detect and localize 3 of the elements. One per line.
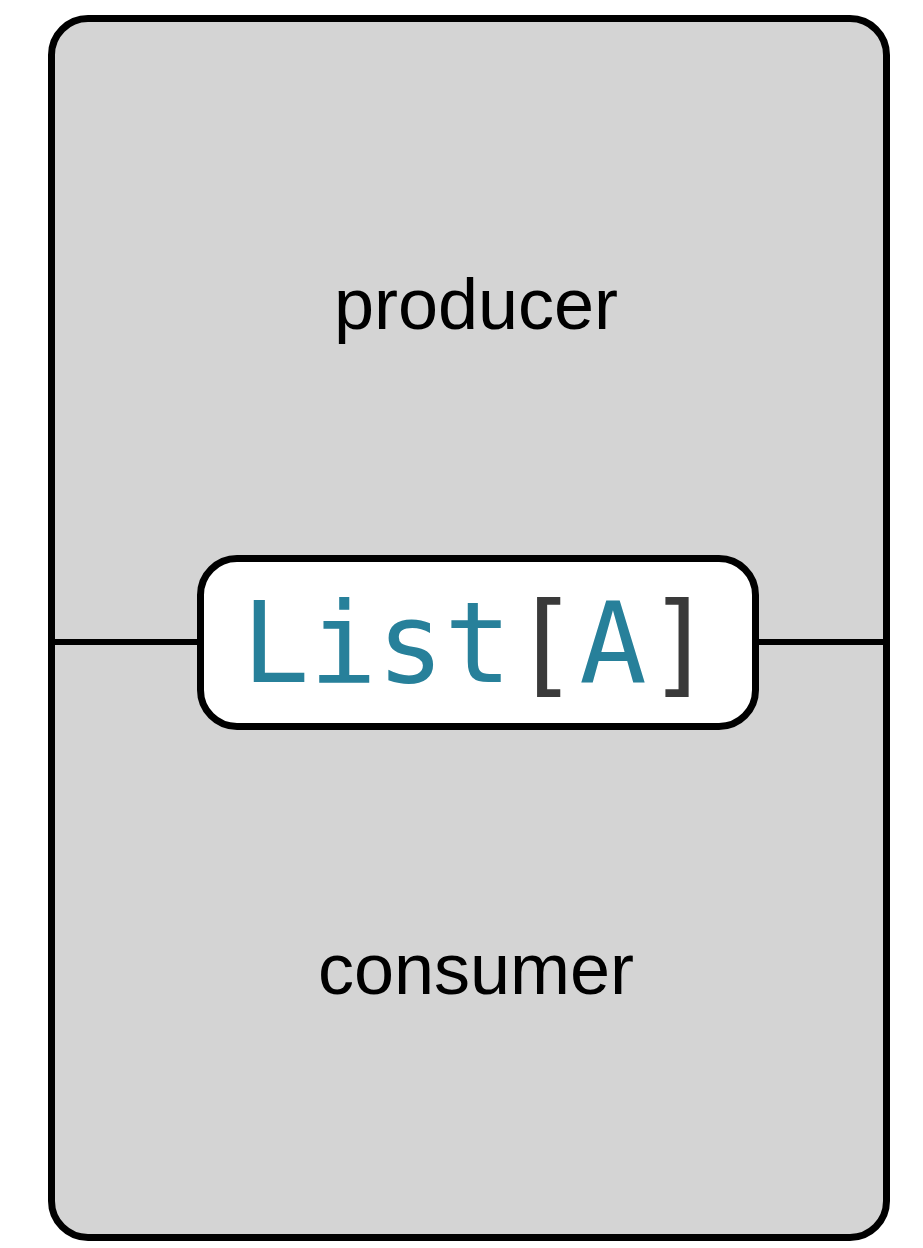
card-background bbox=[48, 15, 890, 1241]
section-label: consumer bbox=[317, 933, 635, 1005]
type-box: List[A] bbox=[197, 555, 759, 730]
